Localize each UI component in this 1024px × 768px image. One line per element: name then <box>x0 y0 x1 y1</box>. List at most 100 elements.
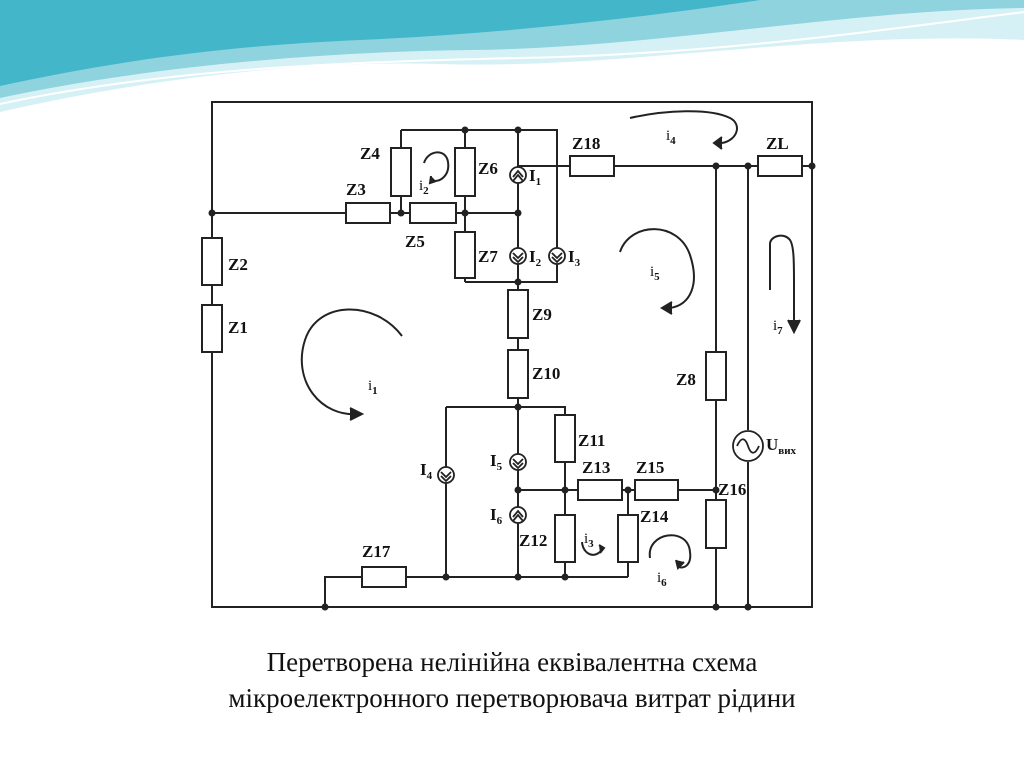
label-z12: Z12 <box>519 531 547 550</box>
junction-node <box>712 603 720 611</box>
wire-top-block <box>401 129 558 283</box>
label-uout: Uвих <box>766 435 797 457</box>
current-source-i5 <box>509 453 527 471</box>
label-loop-i2: i2 <box>419 178 429 197</box>
label-zl: ZL <box>766 134 789 153</box>
label-z9: Z9 <box>532 305 552 324</box>
junction-node <box>461 126 469 134</box>
label-i5: I5 <box>490 451 503 473</box>
label-z2: Z2 <box>228 255 248 274</box>
resistor-z16 <box>705 499 727 549</box>
arrowhead <box>598 544 606 554</box>
loop-arrow-i7 <box>769 234 795 330</box>
label-loop-i5: i5 <box>650 264 660 283</box>
resistor-z4 <box>390 147 412 197</box>
arrowhead <box>349 407 365 421</box>
label-z10: Z10 <box>532 364 560 383</box>
junction-node <box>561 486 569 494</box>
label-i4: I4 <box>420 460 433 482</box>
current-source-i6 <box>509 506 527 524</box>
resistor-z12 <box>554 514 576 563</box>
label-z6: Z6 <box>478 159 498 178</box>
junction-node <box>514 486 522 494</box>
label-z3: Z3 <box>346 180 366 199</box>
junction-node <box>208 209 216 217</box>
label-z17: Z17 <box>362 542 391 561</box>
resistor-z10 <box>507 349 529 399</box>
label-i3: I3 <box>568 247 581 269</box>
label-z13: Z13 <box>582 458 610 477</box>
resistor-z3 <box>345 202 391 224</box>
resistor-z8 <box>705 351 727 401</box>
loop-arrow-i2 <box>423 151 450 182</box>
resistor-z15 <box>634 479 679 501</box>
label-loop-i4: i4 <box>666 128 676 147</box>
label-loop-i6: i6 <box>657 570 667 589</box>
junction-node <box>397 209 405 217</box>
resistor-zl <box>757 155 803 177</box>
label-i1: I1 <box>529 166 541 188</box>
junction-node <box>561 573 569 581</box>
label-z5: Z5 <box>405 232 425 251</box>
resistor-z11 <box>554 414 576 463</box>
junction-node <box>712 486 720 494</box>
label-z7: Z7 <box>478 247 498 266</box>
label-loop-i1: i1 <box>368 378 378 397</box>
loop-current-labels: i1 i2 i3 i4 i5 i6 i7 <box>368 128 783 589</box>
slide-caption-line-2: мікроелектронного перетворювача витрат р… <box>228 683 796 713</box>
label-z8: Z8 <box>676 370 696 389</box>
resistor-z14 <box>617 514 639 563</box>
resistor-z1 <box>201 304 223 353</box>
junction-node <box>744 162 752 170</box>
junction-node <box>461 209 469 217</box>
header-wave-highlight <box>0 11 1024 105</box>
junction-node <box>712 162 720 170</box>
resistor-z17 <box>361 566 407 588</box>
current-source-i1 <box>509 166 527 184</box>
resistor-z9 <box>507 289 529 339</box>
resistor-z13 <box>577 479 623 501</box>
source-labels: I1 I2 I3 I4 I5 I6 Uвих <box>420 166 797 527</box>
resistor-z2 <box>201 237 223 286</box>
junction-node <box>624 486 632 494</box>
junction-node <box>514 209 522 217</box>
label-z4: Z4 <box>360 144 380 163</box>
loop-arrow-i6 <box>648 534 692 569</box>
label-z14: Z14 <box>640 507 669 526</box>
impedance-labels: Z1 Z2 Z3 Z4 Z5 Z6 Z7 Z8 Z9 Z10 Z11 Z12 Z… <box>228 134 789 561</box>
arrowhead <box>428 175 437 185</box>
junction-node <box>744 603 752 611</box>
current-source-i2 <box>509 247 527 265</box>
current-sources <box>437 166 764 524</box>
loop-arrow-i1 <box>300 308 403 416</box>
label-z16: Z16 <box>718 480 746 499</box>
arrowhead <box>660 301 673 315</box>
resistor-z18 <box>569 155 615 177</box>
resistors <box>201 147 803 588</box>
current-source-i4 <box>437 466 455 484</box>
resistor-z7 <box>454 231 476 279</box>
junction-node <box>442 573 450 581</box>
slide-caption-line-1: Перетворена нелінійна еквівалентна схема <box>266 647 758 677</box>
junction-node <box>514 278 522 286</box>
label-i6: I6 <box>490 505 503 527</box>
arrowhead <box>712 136 723 150</box>
header-wave-decoration <box>0 0 1024 112</box>
junction-node <box>321 603 329 611</box>
junction-node <box>514 403 522 411</box>
junction-node <box>514 126 522 134</box>
resistor-z5 <box>409 202 457 224</box>
resistor-z6 <box>454 147 476 197</box>
junctions <box>208 126 816 611</box>
junction-node <box>514 573 522 581</box>
label-z18: Z18 <box>572 134 600 153</box>
loop-current-arrows <box>300 110 801 570</box>
arrowhead <box>675 559 685 570</box>
loop-arrow-i4 <box>629 110 738 144</box>
arrowhead <box>787 319 801 335</box>
voltage-source-uout <box>732 430 764 462</box>
label-z11: Z11 <box>578 431 605 450</box>
label-loop-i3: i3 <box>584 531 594 550</box>
label-z1: Z1 <box>228 318 248 337</box>
